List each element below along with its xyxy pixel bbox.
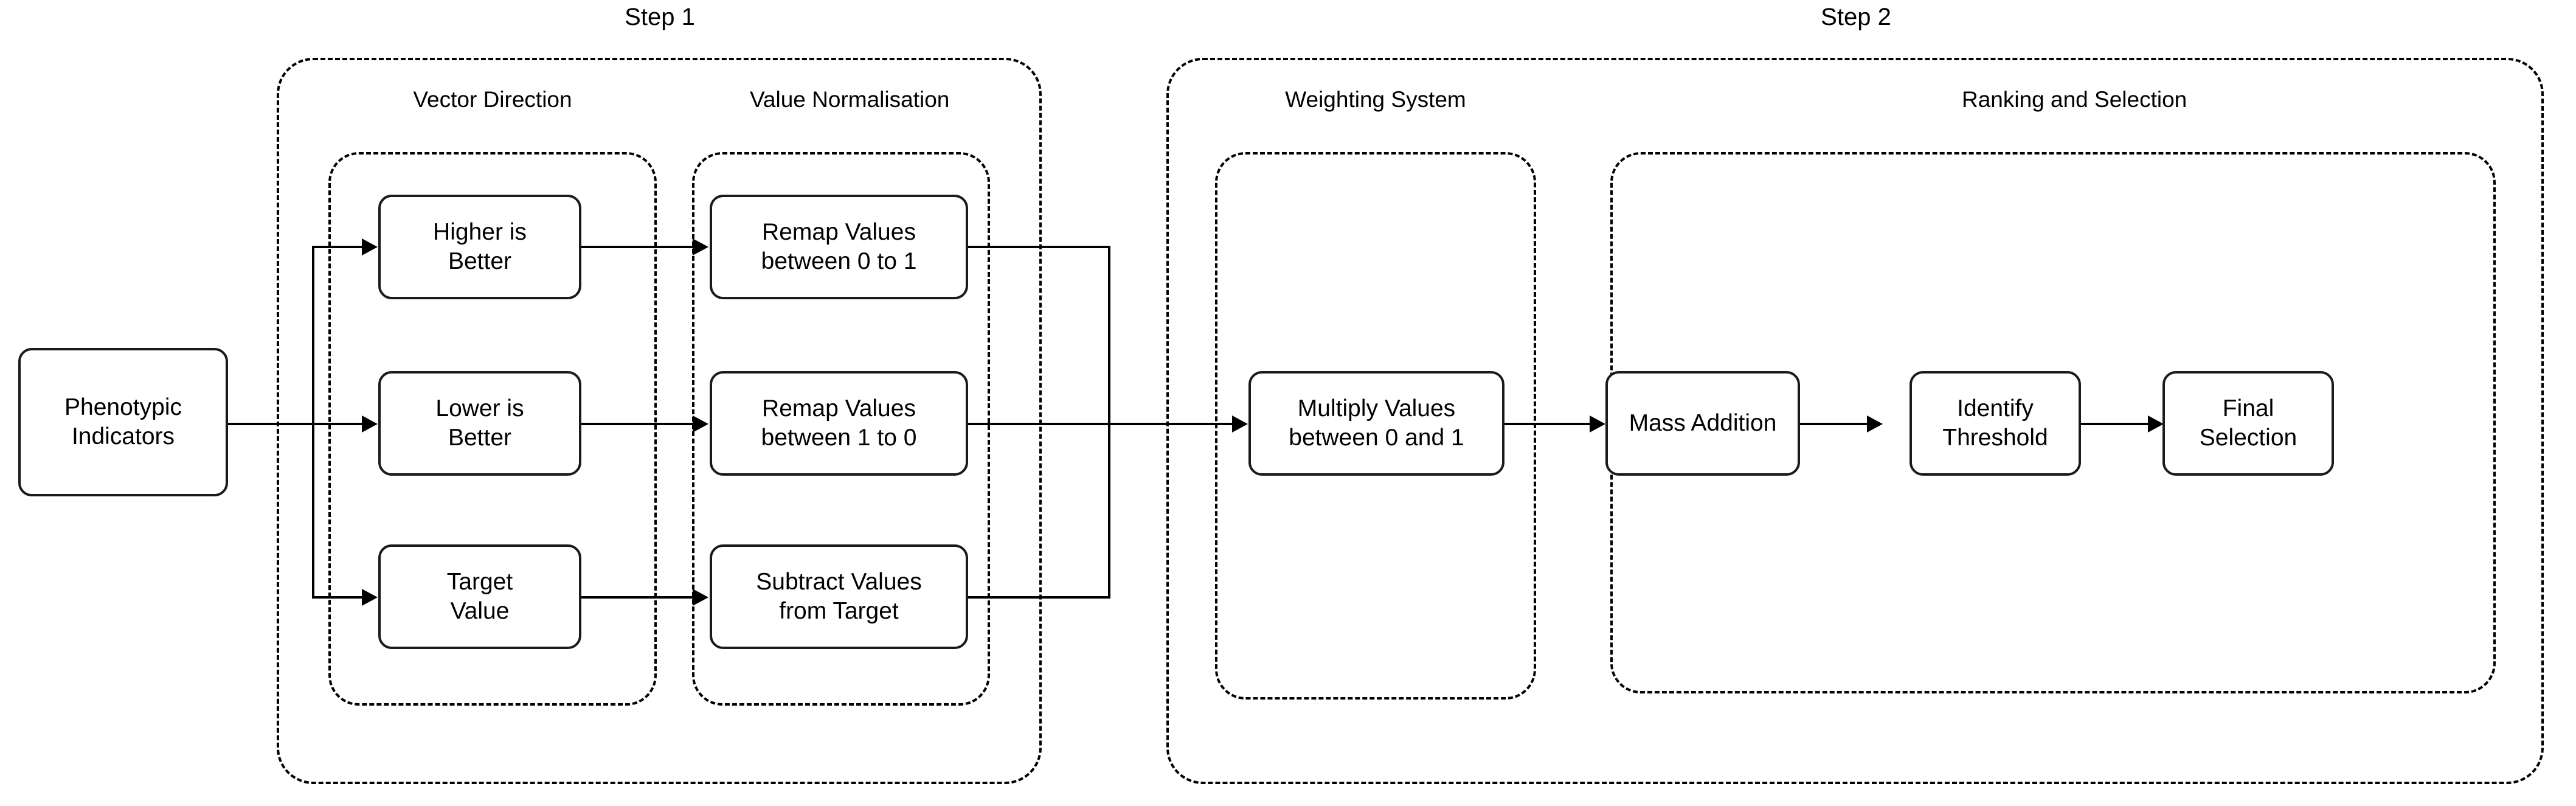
edge-input-to-trunk [228,423,313,425]
value-normalisation-label: Value Normalisation [750,87,950,112]
node-lower-is-better[interactable]: Lower is Better [378,371,581,476]
arrowhead-lower-to-remap10 [693,415,708,433]
node-label: Lower is Better [435,395,524,451]
edge-to-lower [312,423,364,425]
arrowhead-multiply-to-massaddition [1590,415,1605,433]
node-target-value[interactable]: Target Value [378,544,581,649]
node-label: Subtract Values from Target [756,569,922,624]
group-step-2 [1166,58,2544,784]
node-label: Phenotypic Indicators [64,394,182,450]
node-identify-threshold[interactable]: Identify Threshold [1909,371,2081,476]
arrowhead-threshold-to-finalsel [2148,415,2164,433]
arrowhead-target-to-subtract [693,589,708,606]
node-label: Identify Threshold [1942,395,2048,451]
group-step-1 [277,58,1042,784]
node-label: Remap Values between 1 to 0 [761,395,917,451]
edge-lower-to-remap10 [581,423,695,425]
weighting-system-label: Weighting System [1285,87,1466,112]
node-label: Target Value [446,569,513,624]
edge-subtract-to-merge [967,596,1110,599]
node-final-selection[interactable]: Final Selection [2162,371,2334,476]
arrowhead-to-higher [362,238,378,255]
step-2-label: Step 2 [1821,4,1891,30]
arrowhead-to-target [362,589,378,606]
node-remap-values-0-to-1[interactable]: Remap Values between 0 to 1 [710,195,968,299]
node-label: Final Selection [2199,395,2297,451]
group-weighting-system [1215,152,1536,700]
edge-higher-to-remap01 [581,246,695,248]
edge-remap01-to-merge [967,246,1110,248]
node-label: Remap Values between 0 to 1 [761,219,917,274]
edge-multiply-to-massaddition [1503,423,1593,425]
node-label: Mass Addition [1629,410,1777,437]
node-label: Multiply Values between 0 and 1 [1289,395,1464,451]
edge-to-higher [312,246,364,248]
arrowhead-merge-to-multiply [1232,415,1248,433]
edge-target-to-subtract [581,596,695,599]
edge-remap10-to-merge [967,423,1110,425]
edge-merge-to-multiply [1108,423,1236,425]
arrowhead-higher-to-remap01 [693,238,708,255]
group-vector-direction [328,152,657,706]
node-multiply-values-between-0-and-1[interactable]: Multiply Values between 0 and 1 [1248,371,1504,476]
node-remap-values-1-to-0[interactable]: Remap Values between 1 to 0 [710,371,968,476]
edge-split-bar [312,246,314,596]
edge-merge-bar [1108,246,1110,596]
node-label: Higher is Better [433,219,527,274]
edge-to-target [312,596,364,599]
edge-threshold-to-finalsel [2080,423,2152,425]
vector-direction-label: Vector Direction [413,87,572,112]
ranking-and-selection-label: Ranking and Selection [1962,87,2187,112]
arrowhead-to-lower [362,415,378,433]
step-1-label: Step 1 [625,4,695,30]
node-phenotypic-indicators[interactable]: Phenotypic Indicators [18,348,228,496]
edge-massaddition-to-threshold [1799,423,1871,425]
node-mass-addition[interactable]: Mass Addition [1605,371,1800,476]
node-higher-is-better[interactable]: Higher is Better [378,195,581,299]
arrowhead-massaddition-to-threshold [1867,415,1883,433]
node-subtract-values-from-target[interactable]: Subtract Values from Target [710,544,968,649]
